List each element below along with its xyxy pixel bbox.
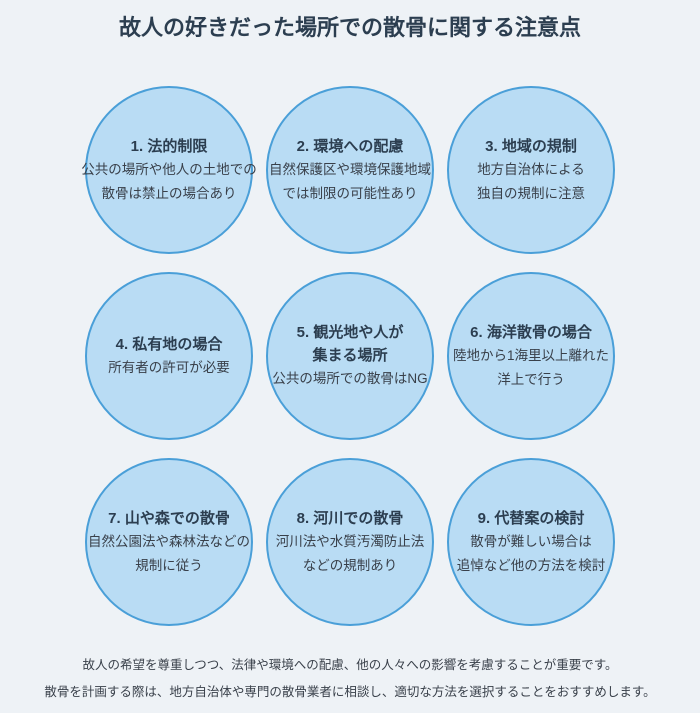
footer-note-line: 故人の希望を尊重しつつ、法律や環境への配慮、他の人々への影響を考慮することが重要… — [82, 658, 618, 672]
circle-body: 陸地から1海里以上離れた 洋上で行う — [453, 344, 609, 392]
circle-title: 5. 観光地や人が 集まる場所 — [297, 321, 404, 367]
circle-title-line: 3. 地域の規制 — [485, 137, 577, 155]
circle-ocean-scattering: 6. 海洋散骨の場合 陸地から1海里以上離れた 洋上で行う — [447, 272, 615, 440]
circle-title-line: 6. 海洋散骨の場合 — [470, 323, 592, 341]
circle-body-line: 地方自治体による — [477, 161, 585, 177]
circle-title: 1. 法的制限 — [131, 135, 208, 158]
circle-title: 6. 海洋散骨の場合 — [470, 321, 592, 344]
circle-body: 公共の場所や他人の土地での 散骨は禁止の場合あり — [81, 158, 257, 206]
circle-river-scattering: 8. 河川での散骨 河川法や水質汚濁防止法 などの規制あり — [266, 458, 434, 626]
circle-title-line: 5. 観光地や人が — [296, 324, 404, 341]
circle-body: 所有者の許可が必要 — [108, 356, 230, 380]
circle-body: 散骨が難しい場合は 追悼など他の方法を検討 — [457, 530, 606, 578]
circle-body-line: 散骨が難しい場合は — [470, 533, 592, 549]
page-title: 故人の好きだった場所での散骨に関する注意点 — [118, 15, 581, 40]
circle-title: 9. 代替案の検討 — [478, 507, 585, 530]
footer-note-line: 散骨を計画する際は、地方自治体や専門の散骨業者に相談し、適切な方法を選択すること… — [44, 685, 656, 699]
circle-body: 自然公園法や森林法などの 規制に従う — [88, 530, 250, 578]
circle-private-land: 4. 私有地の場合 所有者の許可が必要 — [85, 272, 253, 440]
circle-environmental-consideration: 2. 環境への配慮 自然保護区や環境保護地域 では制限の可能性あり — [266, 86, 434, 254]
circle-mountain-forest-scattering: 7. 山や森での散骨 自然公園法や森林法などの 規制に従う — [85, 458, 253, 626]
circle-body-line: 散骨は禁止の場合あり — [101, 185, 237, 201]
circle-body-line: 追悼など他の方法を検討 — [456, 557, 606, 573]
circle-body-line: などの規制あり — [302, 557, 398, 573]
circle-grid: 1. 法的制限 公共の場所や他人の土地での 散骨は禁止の場合あり 2. 環境への… — [81, 86, 615, 626]
circle-body-line: 所有者の許可が必要 — [108, 359, 230, 375]
circle-body: 自然保護区や環境保護地域 では制限の可能性あり — [269, 158, 431, 206]
circle-tourist-areas: 5. 観光地や人が 集まる場所 公共の場所での散骨はNG — [266, 272, 434, 440]
circle-title-line: 9. 代替案の検討 — [477, 509, 585, 527]
circle-legal-restrictions: 1. 法的制限 公共の場所や他人の土地での 散骨は禁止の場合あり — [81, 86, 257, 254]
circle-body-line: 自然公園法や森林法などの — [88, 533, 250, 549]
circle-alternative-plans: 9. 代替案の検討 散骨が難しい場合は 追悼など他の方法を検討 — [447, 458, 615, 626]
circle-body-line: 独自の規制に注意 — [477, 185, 585, 201]
circle-title-line: 集まる場所 — [312, 347, 388, 364]
circle-body-line: 自然保護区や環境保護地域 — [269, 161, 431, 177]
circle-regional-regulations: 3. 地域の規制 地方自治体による 独自の規制に注意 — [447, 86, 615, 254]
circle-title: 8. 河川での散骨 — [297, 507, 404, 530]
circle-body-line: 洋上で行う — [497, 371, 565, 387]
circle-title: 7. 山や森での散骨 — [108, 507, 230, 530]
circle-body: 公共の場所での散骨はNG — [272, 367, 427, 391]
circle-title-line: 8. 河川での散骨 — [296, 509, 404, 527]
footer-note: 故人の希望を尊重しつつ、法律や環境への配慮、他の人々への影響を考慮することが重要… — [0, 652, 700, 706]
circle-title-line: 2. 環境への配慮 — [296, 137, 404, 155]
circle-body-line: 規制に従う — [135, 557, 203, 573]
circle-title: 2. 環境への配慮 — [297, 135, 404, 158]
circle-title-line: 1. 法的制限 — [130, 137, 208, 155]
circle-body-line: 公共の場所での散骨はNG — [272, 371, 428, 386]
circle-title-line: 4. 私有地の場合 — [115, 335, 223, 353]
circle-body-line: 公共の場所や他人の土地での — [81, 161, 257, 177]
circle-title: 3. 地域の規制 — [485, 135, 577, 158]
circle-body-line: 陸地から1海里以上離れた — [452, 347, 609, 363]
circle-body-line: 河川法や水質汚濁防止法 — [275, 533, 425, 549]
circle-title: 4. 私有地の場合 — [116, 333, 223, 356]
circle-body: 地方自治体による 独自の規制に注意 — [477, 158, 585, 206]
circle-body-line: では制限の可能性あり — [282, 185, 418, 201]
circle-title-line: 7. 山や森での散骨 — [108, 509, 230, 527]
circle-body: 河川法や水質汚濁防止法 などの規制あり — [276, 530, 425, 578]
